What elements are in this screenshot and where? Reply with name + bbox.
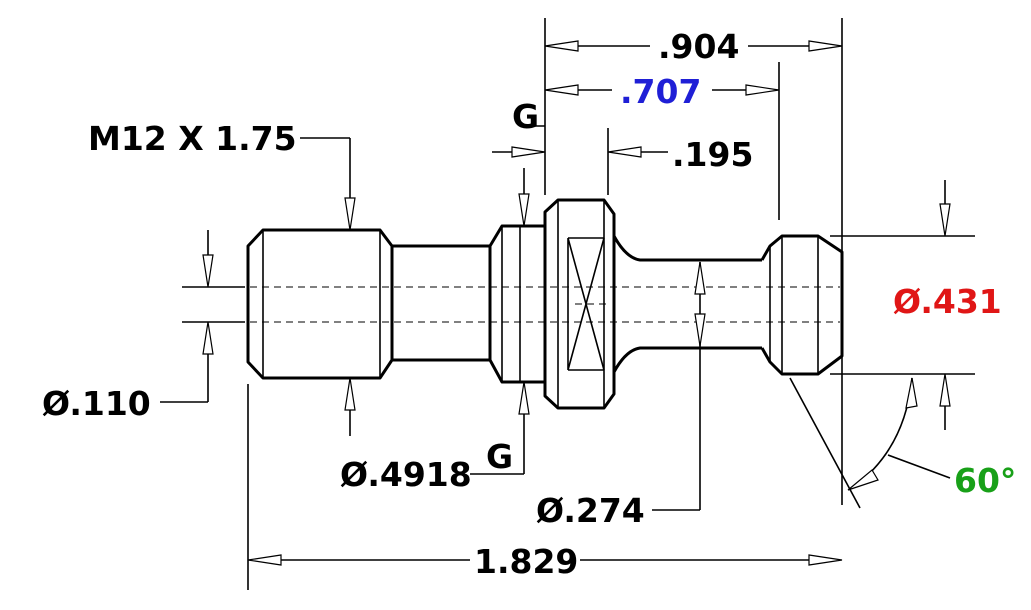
thread-section <box>246 228 394 380</box>
extension-lines <box>182 18 975 590</box>
dim-collar-dia: Ø.4918 <box>340 455 472 494</box>
dim-flange-width: .195 <box>672 135 753 174</box>
dim-gauge-bottom: G <box>486 437 513 476</box>
dim-neck-dia: Ø.274 <box>536 491 645 530</box>
dim-overall-length: .904 <box>658 27 739 66</box>
dim-head-dia: Ø.431 <box>893 282 1002 321</box>
dim-inner-length: .707 <box>620 72 701 111</box>
first-neck <box>392 244 490 362</box>
dim-gauge-top: G <box>512 97 539 136</box>
collar <box>488 224 547 384</box>
flange <box>543 198 616 410</box>
dim-angle: 60° <box>954 461 1016 500</box>
socket-recess <box>567 237 605 371</box>
neck-fillet <box>612 235 762 373</box>
dim-thread-spec: M12 X 1.75 <box>88 119 297 158</box>
head <box>760 234 844 376</box>
dimension-lines <box>160 40 951 566</box>
bore-lines <box>250 286 840 323</box>
dimension-labels: .904 .707 .195 G M12 X 1.75 Ø.110 Ø.4918… <box>42 27 1016 581</box>
dim-bore-dia: Ø.110 <box>42 384 151 423</box>
dim-total-length: 1.829 <box>474 542 578 581</box>
part-outline <box>246 198 844 410</box>
